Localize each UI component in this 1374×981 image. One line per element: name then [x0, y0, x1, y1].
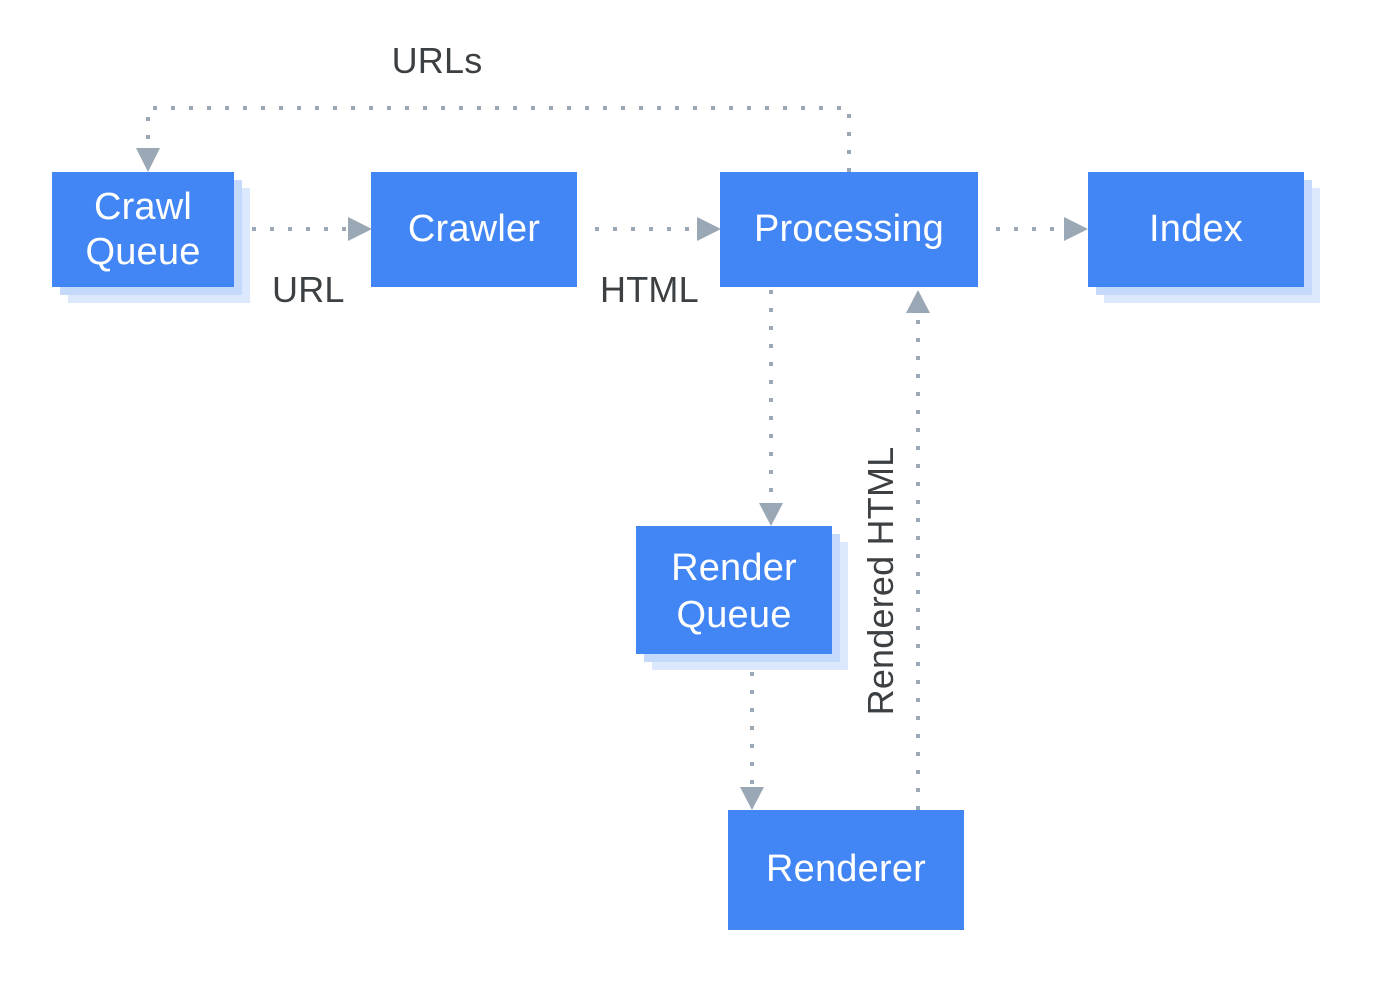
node-crawler-label-line1: Crawler	[408, 208, 540, 250]
edge-label-urls: URLs	[392, 40, 483, 81]
edge-label-rendered-html: Rendered HTML	[860, 447, 901, 716]
edge-processing-to-index	[996, 217, 1088, 241]
node-renderer-label-line1: Renderer	[766, 848, 926, 890]
edge-url	[252, 217, 372, 241]
edge-html	[595, 217, 721, 241]
edge-label-html: HTML	[600, 269, 699, 310]
edge-urls-arrowhead	[136, 148, 160, 172]
edge-processing-to-render-queue-arrowhead	[759, 503, 783, 526]
node-render-queue-label-line2: Queue	[676, 594, 791, 636]
node-crawler[interactable]: Crawler	[371, 172, 577, 287]
edge-label-url: URL	[272, 269, 345, 310]
node-crawler-body	[371, 172, 577, 287]
edge-html-arrowhead	[697, 217, 721, 241]
edge-render-queue-to-renderer	[740, 672, 764, 810]
edge-urls	[136, 106, 851, 172]
node-index-body	[1088, 172, 1304, 287]
node-index[interactable]: Index	[1088, 172, 1320, 303]
node-processing[interactable]: Processing	[720, 172, 978, 287]
node-crawl-queue-body	[52, 172, 234, 287]
edge-url-arrowhead	[348, 217, 372, 241]
node-renderer[interactable]: Renderer	[728, 810, 964, 930]
node-crawl-queue-label-line2: Queue	[85, 231, 200, 273]
edge-processing-to-index-arrowhead	[1064, 217, 1088, 241]
node-render-queue-label-line1: Render	[671, 547, 797, 589]
edge-urls-line	[146, 106, 851, 172]
node-crawl-queue-label-line1: Crawl	[94, 186, 192, 228]
edge-rendered-html-arrowhead	[906, 290, 930, 313]
node-crawl-queue[interactable]: Crawl Queue	[52, 172, 250, 303]
node-index-label-line1: Index	[1149, 208, 1243, 250]
node-render-queue[interactable]: Render Queue	[636, 526, 848, 670]
node-render-queue-body	[636, 526, 832, 654]
edge-rendered-html	[906, 290, 930, 810]
edge-render-queue-to-renderer-arrowhead	[740, 787, 764, 810]
node-processing-label-line1: Processing	[754, 208, 944, 250]
edge-processing-to-render-queue	[759, 290, 783, 526]
node-renderer-body	[728, 810, 964, 930]
node-processing-body	[720, 172, 978, 287]
